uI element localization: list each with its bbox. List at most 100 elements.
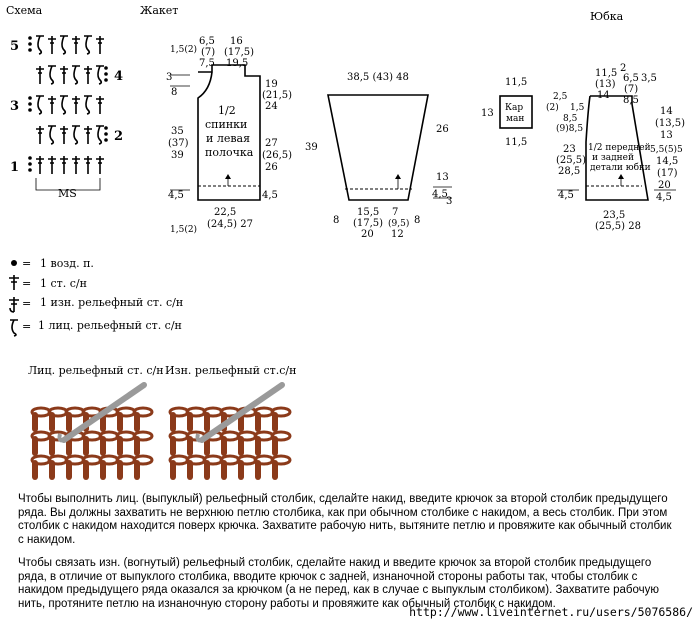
dim-label: 6,5 [623,73,639,84]
arrow-head [618,174,624,179]
front-post-stitch [72,65,80,85]
front-post-stitch [96,65,104,85]
chain-stitch [28,42,32,46]
dim-label: 3 [446,196,452,207]
chain-stitch [104,132,108,136]
chain-stitch [28,48,32,52]
front-post-stitch [48,65,56,85]
dc-stitch [48,36,56,54]
dim-label: 11,5 [505,77,527,88]
dim-label: 27 [265,138,278,149]
dc-stitch [72,96,80,114]
dim-label: 24 [265,101,278,112]
dim-label: 7 [392,207,398,218]
dc-stitch [96,156,104,174]
dim-label: 20 [658,180,671,191]
dim-label: 15,5 [357,207,379,218]
dim-label: 13 [436,172,449,183]
dim-label: 35 [171,126,184,137]
dim-label: 11,5 [595,68,617,79]
dim-label: 1,5(2) [170,224,197,235]
dim-label: 8,5 [563,114,578,124]
svg-text:=: = [22,257,31,270]
dc-stitch [60,66,68,84]
dim-label: 8 [333,215,339,226]
dc-stitch [72,36,80,54]
back-label: и левая [206,132,250,145]
chain-symbol [11,260,17,266]
dc-stitch [84,126,92,144]
skirt-heading: Юбка [590,10,624,23]
dim-label: (17,5) [353,218,383,229]
dim-label: 26 [265,162,278,173]
skirt-label: и задней [592,153,634,163]
back-label: спинки [205,118,247,131]
sleeve-diagram: 38,5 (43) 48 39 26 13 4,5 3 8 15,5 (17,5… [305,72,452,240]
dim-label: 13 [660,130,673,141]
dim-label: 6,5 [199,36,215,47]
dim-label: 23 [563,144,576,155]
dim-label: 20 [361,229,374,240]
dim-label: 1,5(2) [170,44,197,55]
dc-stitch [84,156,92,174]
stitch-row [36,65,108,85]
crochet-hook [61,382,147,443]
dim-label: 13 [481,108,494,119]
dim-label: 4,5 [262,190,278,201]
dc-stitch [36,126,44,144]
dc-stitch [84,66,92,84]
dc-stitch [36,66,44,84]
dim-label: 26 [436,124,449,135]
dim-label: 16 [230,36,243,47]
dim-label: (26,5) [262,150,292,161]
stitch-row [28,35,104,55]
dc-stitch [36,156,44,174]
dim-label: (9,5) [388,218,409,229]
ms-bracket [35,178,101,191]
sleeve-outline [327,94,429,201]
dim-label: (7) [201,47,215,58]
hook-tip [195,433,203,443]
dc-stitch [60,156,68,174]
front-post-stitch [60,95,68,115]
chain-stitch [28,162,32,166]
yarn-loop [132,406,154,418]
front-post-stitch [48,125,56,145]
yarn-loop [132,454,154,466]
dim-label: (13,5) [655,118,685,129]
dim-label: (21,5) [262,90,292,101]
dim-label: (17,5) [224,47,254,58]
stitch-row [36,125,108,145]
legend-text: 1 возд. п. [40,257,94,270]
dim-label: 4,5 [558,190,574,201]
jacket-heading: Жакет [140,4,178,17]
arrow-head [225,174,231,179]
legend-text: 1 изн. рельефный ст. с/н [40,296,183,309]
crochet-hook [199,382,285,443]
row-number: 3 [10,99,19,114]
dc-stitch [96,36,104,54]
dim-label: (24,5) 27 [207,219,253,230]
front-post-stitch [60,35,68,55]
dim-label: (7) [624,84,638,95]
chain-stitch [28,108,32,112]
dim-label: (37) [168,138,189,149]
dim-label: (25,5) 28 [595,221,641,232]
dim-label: 4,5 [168,190,184,201]
row-number: 1 [10,160,19,175]
back-label: полочка [205,146,254,159]
front-post-stitch [36,95,44,115]
back-label: 1/2 [218,104,236,117]
chain-stitch [104,126,108,130]
chain-stitch [104,72,108,76]
dim-label: 2,5 [553,92,568,102]
dim-label: 4,5 [432,189,448,200]
chain-stitch [28,168,32,172]
dim-label: (2) [546,102,559,113]
front-post-stitch [84,35,92,55]
hook-tip [57,433,65,443]
dim-label: 3 [166,72,172,83]
dim-label: 14,5 [656,156,678,167]
yarn-loop [270,454,292,466]
